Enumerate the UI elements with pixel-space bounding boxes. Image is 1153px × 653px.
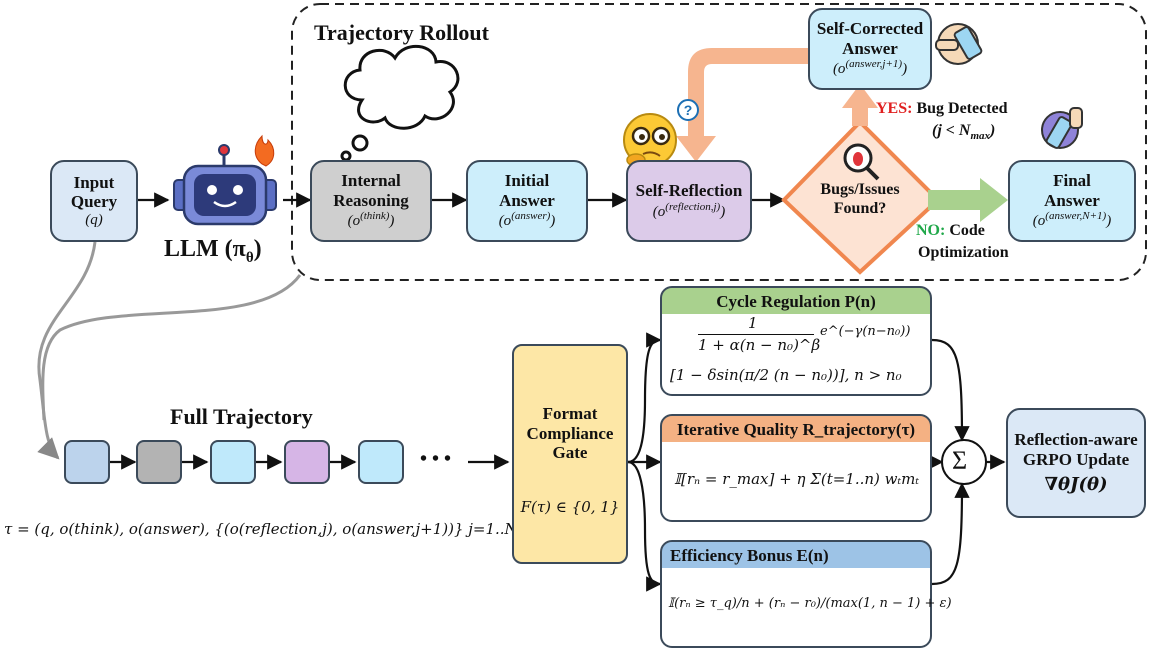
full-trajectory-title: Full Trajectory — [170, 404, 313, 429]
thought-bubble-icon — [340, 44, 460, 162]
no-text: Code — [949, 222, 985, 239]
initial-answer-label: Initial Answer — [499, 171, 555, 210]
arrow-gate-cycle — [627, 332, 662, 464]
no-branch-label: NO: Code — [916, 222, 985, 240]
fire-icon — [254, 134, 275, 167]
arrow-cycle-sum — [931, 338, 970, 442]
question-bubble-icon: ? — [677, 99, 699, 121]
ia-sym-close: ) — [550, 213, 556, 230]
self-reflection-box: Self-Reflection (o(reflection,j)) — [626, 160, 752, 242]
sum-symbol: Σ — [952, 446, 968, 475]
initial-answer-symbol: (o(answer)) — [499, 210, 556, 230]
sum-circle — [941, 439, 987, 485]
llm-label-close: ) — [253, 236, 262, 262]
cycle-fraction-bar — [698, 334, 814, 335]
bugs-found-label: Bugs/Issues Found? — [820, 181, 900, 218]
yes-cond-text: (j < N — [932, 122, 971, 139]
cycle-den: 1 + α(n − n₀)^β — [698, 336, 821, 354]
cycle-exp: e^(−γ(n−n₀)) — [820, 324, 911, 339]
yes-cond-close: ) — [990, 122, 996, 139]
rollout-title: Trajectory Rollout — [314, 20, 489, 45]
grpo-formula: ∇θJ(θ) — [1044, 474, 1108, 496]
grpo-box: Reflection-aware GRPO Update ∇θJ(θ) — [1006, 408, 1146, 518]
arrow-yes-up — [842, 84, 878, 126]
internal-reasoning-symbol: (o(think)) — [348, 210, 395, 230]
efficiency-formula: 𝕀(rₙ ≥ τ_q)/n + (rₙ − r₀)/(max(1, n − 1)… — [668, 596, 952, 611]
format-gate-box: Format Compliance Gate F(τ) ∈ {0, 1} — [512, 344, 628, 564]
robot-icon — [173, 144, 277, 226]
internal-reasoning-box: Internal Reasoning (o(think)) — [310, 160, 432, 242]
ia-sym-sup: (answer) — [511, 210, 551, 223]
sc-sym-sup: (answer,j+1) — [845, 58, 903, 71]
quality-header: Iterative Quality R_trajectory(τ) — [660, 414, 932, 446]
trajectory-ellipsis: • • • — [420, 448, 452, 470]
cycle-panel: 1 1 + α(n − n₀)^β e^(−γ(n−n₀)) [1 − δsin… — [660, 314, 932, 396]
llm-label: LLM (πθ) — [164, 236, 262, 267]
thumbs-up-icon — [1041, 107, 1083, 149]
trajectory-square — [284, 440, 330, 484]
input-query-box: Input Query (q) — [50, 160, 138, 242]
trajectory-square — [210, 440, 256, 484]
no-word: NO: — [916, 222, 946, 239]
format-gate-formula: F(τ) ∈ {0, 1} — [520, 497, 620, 516]
efficiency-panel: 𝕀(rₙ ≥ τ_q)/n + (rₙ − r₀)/(max(1, n − 1)… — [660, 568, 952, 648]
sc-sym-close: ) — [902, 61, 908, 78]
trajectory-square — [358, 440, 404, 484]
yes-text: Bug Detected — [916, 100, 1008, 117]
input-query-label: Input Query — [70, 172, 118, 212]
ir-sym-sup: (think) — [360, 210, 390, 223]
yes-cond-sub: max — [970, 130, 991, 143]
internal-reasoning-label: Internal Reasoning — [333, 171, 409, 210]
final-answer-symbol: (o(answer,N+1)) — [1033, 210, 1111, 230]
final-answer-label: Final Answer — [1044, 171, 1100, 210]
cycle-num: 1 — [748, 314, 758, 332]
grpo-label: Reflection-aware GRPO Update — [1014, 430, 1138, 469]
curve-query-trajectory — [37, 241, 97, 460]
bug-magnifier-icon — [843, 143, 880, 181]
quality-panel: 𝕀[rₙ = r_max] + η Σ(t=1..n) wₜmₜ — [660, 442, 932, 522]
llm-label-text: LLM (π — [164, 236, 246, 262]
arrow-loop-back — [676, 48, 808, 162]
thumbs-down-icon — [935, 23, 983, 65]
curve-rollout-trajectory — [41, 274, 302, 421]
self-corrected-box: Self-Corrected Answer (o(answer,j+1)) — [808, 8, 932, 90]
trajectory-square — [136, 440, 182, 484]
self-reflection-label: Self-Reflection — [635, 181, 743, 201]
self-corrected-label: Self-Corrected Answer — [816, 19, 924, 58]
sc-sym-o: (o — [832, 61, 846, 78]
input-query-symbol: (q) — [85, 211, 103, 228]
trajectory-formula: τ = (q, o(think), o(answer), {(o(reflect… — [4, 520, 524, 538]
sr-sym-sup: (reflection,j) — [665, 200, 721, 213]
sr-sym-o: (o — [652, 203, 666, 220]
arrow-no-right — [928, 178, 1008, 222]
arrow-efficiency-sum — [931, 482, 970, 586]
self-corrected-symbol: (o(answer,j+1)) — [833, 58, 907, 78]
trajectory-square — [64, 440, 110, 484]
sr-sym-close: ) — [720, 203, 726, 220]
arrow-gate-efficiency — [627, 460, 662, 592]
format-gate-label: Format Compliance Gate — [526, 404, 614, 463]
yes-condition: (j < Nmax) — [932, 122, 995, 142]
no-text-line2: Optimization — [918, 244, 1009, 261]
fa-sym-close: ) — [1106, 213, 1112, 230]
quality-formula: 𝕀[rₙ = r_max] + η Σ(t=1..n) wₜmₜ — [674, 470, 920, 488]
final-answer-box: Final Answer (o(answer,N+1)) — [1008, 160, 1136, 242]
yes-branch-label: YES: Bug Detected — [876, 100, 1008, 118]
fa-sym-o: (o — [1032, 213, 1046, 230]
ir-sym-o: (o — [347, 213, 361, 230]
fa-sym-sup: (answer,N+1) — [1045, 210, 1107, 223]
bugs-diamond-shape — [781, 119, 941, 275]
initial-answer-box: Initial Answer (o(answer)) — [466, 160, 588, 242]
cycle-line2: [1 − δsin(π/2 (n − n₀))], n > n₀ — [670, 366, 902, 384]
svg-text:?: ? — [684, 102, 693, 118]
rollout-frame — [291, 3, 1147, 281]
ir-sym-close: ) — [389, 213, 395, 230]
yes-word: YES: — [876, 100, 913, 117]
ia-sym-o: (o — [498, 213, 512, 230]
self-reflection-symbol: (o(reflection,j)) — [653, 201, 725, 221]
thinking-face-icon — [623, 113, 677, 167]
llm-label-sub: θ — [245, 249, 254, 266]
